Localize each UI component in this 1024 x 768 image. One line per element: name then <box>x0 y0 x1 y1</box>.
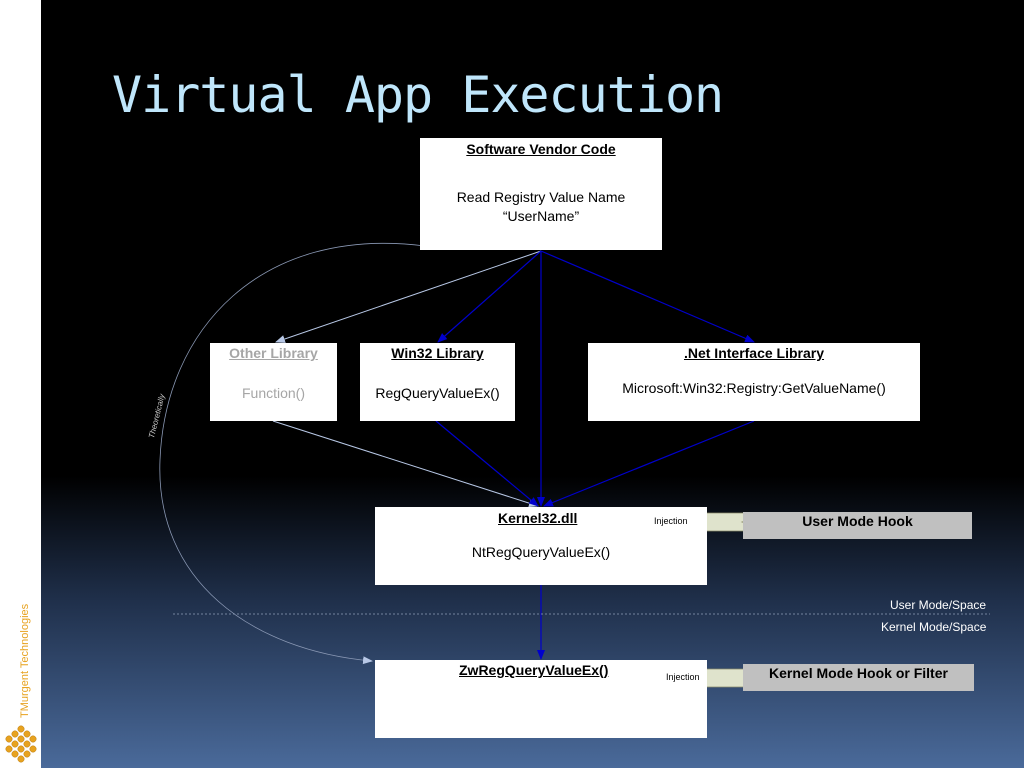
injection-label-kernel: Injection <box>666 672 700 682</box>
zwregqueryvalueex-box: ZwRegQueryValueEx() <box>375 660 707 738</box>
kernel-mode-label: Kernel Mode/Space <box>881 620 987 634</box>
net-library-body: Microsoft:Win32:Registry:GetValueName() <box>622 380 886 396</box>
zw-heading: ZwRegQueryValueEx() <box>459 662 609 678</box>
vendor-body-line2: “UserName” <box>502 208 580 224</box>
hex-cluster-logo-icon <box>5 725 37 763</box>
user-mode-hook: User Mode Hook <box>743 512 972 539</box>
arrow-other-to-kernel32 <box>272 420 539 508</box>
net-interface-library-box: .Net Interface Library Microsoft:Win32:R… <box>588 343 920 421</box>
theoretical-path <box>159 242 426 665</box>
arrow-net-to-kernel32 <box>543 420 755 507</box>
injection-label-user: Injection <box>654 516 688 526</box>
brand-strip <box>0 0 41 768</box>
other-library-heading: Other Library <box>229 345 318 361</box>
arrow-vendor-to-net <box>540 250 755 343</box>
win32-library-heading: Win32 Library <box>391 345 484 361</box>
vendor-body-line1: Read Registry Value Name <box>456 189 626 205</box>
other-library-body: Function() <box>241 385 306 401</box>
arrow-vendor-to-other <box>275 250 542 343</box>
user-mode-label: User Mode/Space <box>890 598 987 612</box>
slide-title: Virtual App Execution <box>112 66 724 124</box>
arrow-vendor-to-win32 <box>437 250 542 343</box>
software-vendor-code-box: Software Vendor Code Read Registry Value… <box>420 138 662 250</box>
kernel-mode-hook: Kernel Mode Hook or Filter <box>743 664 974 691</box>
kernel32-body: NtRegQueryValueEx() <box>471 544 611 560</box>
net-library-heading: .Net Interface Library <box>683 345 825 361</box>
win32-library-body: RegQueryValueEx() <box>375 385 500 401</box>
kernel32-heading: Kernel32.dll <box>498 510 578 526</box>
vendor-body: Read Registry Value Name “UserName” <box>420 188 662 226</box>
win32-library-box: Win32 Library RegQueryValueEx() <box>360 343 515 421</box>
arrow-win32-to-kernel32 <box>435 420 539 507</box>
other-library-box: Other Library Function() <box>210 343 337 421</box>
kernel32-box: Kernel32.dll NtRegQueryValueEx() <box>375 507 707 585</box>
vendor-heading: Software Vendor Code <box>466 141 616 157</box>
